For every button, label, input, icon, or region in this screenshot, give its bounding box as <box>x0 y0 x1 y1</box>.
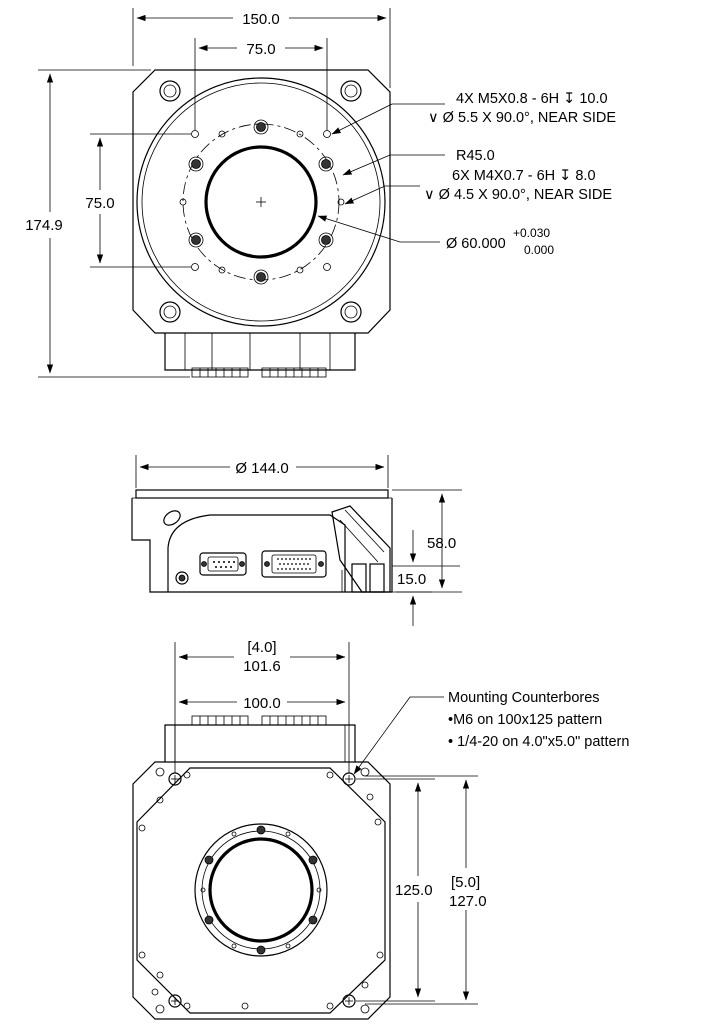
bottom-view: [4.0] 101.6 100.0 Mounting Counterbores … <box>132 639 629 1020</box>
note-counterbores-m6: •M6 on 100x125 pattern <box>448 712 602 728</box>
side-table-top <box>135 489 389 499</box>
note-m4-countersink: ∨ Ø 4.5 X 90.0°, NEAR SIDE <box>424 187 612 203</box>
bottom-rotor-holes <box>200 825 322 955</box>
side-db9-connector <box>199 552 247 576</box>
bottom-connector-housing <box>164 724 356 762</box>
bottom-inner-plate <box>136 767 386 1014</box>
dim-side-step: 15.0 <box>397 571 426 588</box>
top-body-outline <box>132 69 391 334</box>
top-center-bore <box>204 145 318 259</box>
note-bore-diameter: Ø 60.000 <box>446 236 506 252</box>
side-cable-boot <box>331 505 391 593</box>
note-m5-thread: 4X M5X0.8 - 6H ↧ 10.0 <box>456 91 608 107</box>
top-corner-holes <box>159 80 362 323</box>
side-db26-connector <box>261 550 327 578</box>
dim-top-pattern-y: 75.0 <box>85 195 114 212</box>
side-body-outline <box>131 498 393 593</box>
bottom-rotor-outer <box>194 823 328 957</box>
top-m4-holes <box>188 119 334 285</box>
dim-bottom-inch-height: [5.0] <box>451 874 480 891</box>
dim-side-height: 58.0 <box>427 535 456 552</box>
top-table-outer-ring <box>136 77 386 327</box>
dim-top-height: 174.9 <box>25 217 63 234</box>
bottom-connector-pins <box>191 715 327 726</box>
note-bore-tol-lower: 0.000 <box>524 243 554 257</box>
top-connector-pins <box>191 367 327 378</box>
bottom-rotor-bore <box>208 837 314 943</box>
bottom-counterbores <box>151 767 374 1014</box>
note-radius: R45.0 <box>456 148 495 164</box>
dim-top-width: 150.0 <box>242 11 280 28</box>
bottom-body-outline <box>132 761 391 1020</box>
dim-bottom-inch-width: [4.0] <box>247 639 276 656</box>
top-small-holes <box>179 130 345 274</box>
dim-bottom-pattern-height: 125.0 <box>395 882 433 899</box>
dim-bottom-mm-width: 101.6 <box>243 658 281 675</box>
dim-side-diameter: Ø 144.0 <box>235 460 288 477</box>
note-bore-tol-upper: +0.030 <box>513 226 550 240</box>
note-counterbores-title: Mounting Counterbores <box>448 690 600 706</box>
dim-bottom-mm-height: 127.0 <box>449 893 487 910</box>
note-counterbores-imperial: • 1/4-20 on 4.0"x5.0" pattern <box>448 734 629 750</box>
dim-top-pattern-x: 75.0 <box>246 41 275 58</box>
side-cable-recess <box>167 514 346 592</box>
dim-bottom-pattern-width: 100.0 <box>243 695 281 712</box>
top-connector-housing <box>164 333 356 371</box>
note-m5-countersink: ∨ Ø 5.5 X 90.0°, NEAR SIDE <box>428 110 616 126</box>
top-m5-holes <box>191 130 331 271</box>
side-screw <box>175 571 189 585</box>
top-view: 150.0 75.0 75.0 174.9 4X M5X0.8 - 6H ↧ 1… <box>25 8 616 378</box>
note-m4-thread: 6X M4X0.7 - 6H ↧ 8.0 <box>452 168 596 184</box>
side-view: Ø 144.0 58.0 15.0 <box>131 455 462 626</box>
bottom-plate-screws <box>138 771 384 1010</box>
